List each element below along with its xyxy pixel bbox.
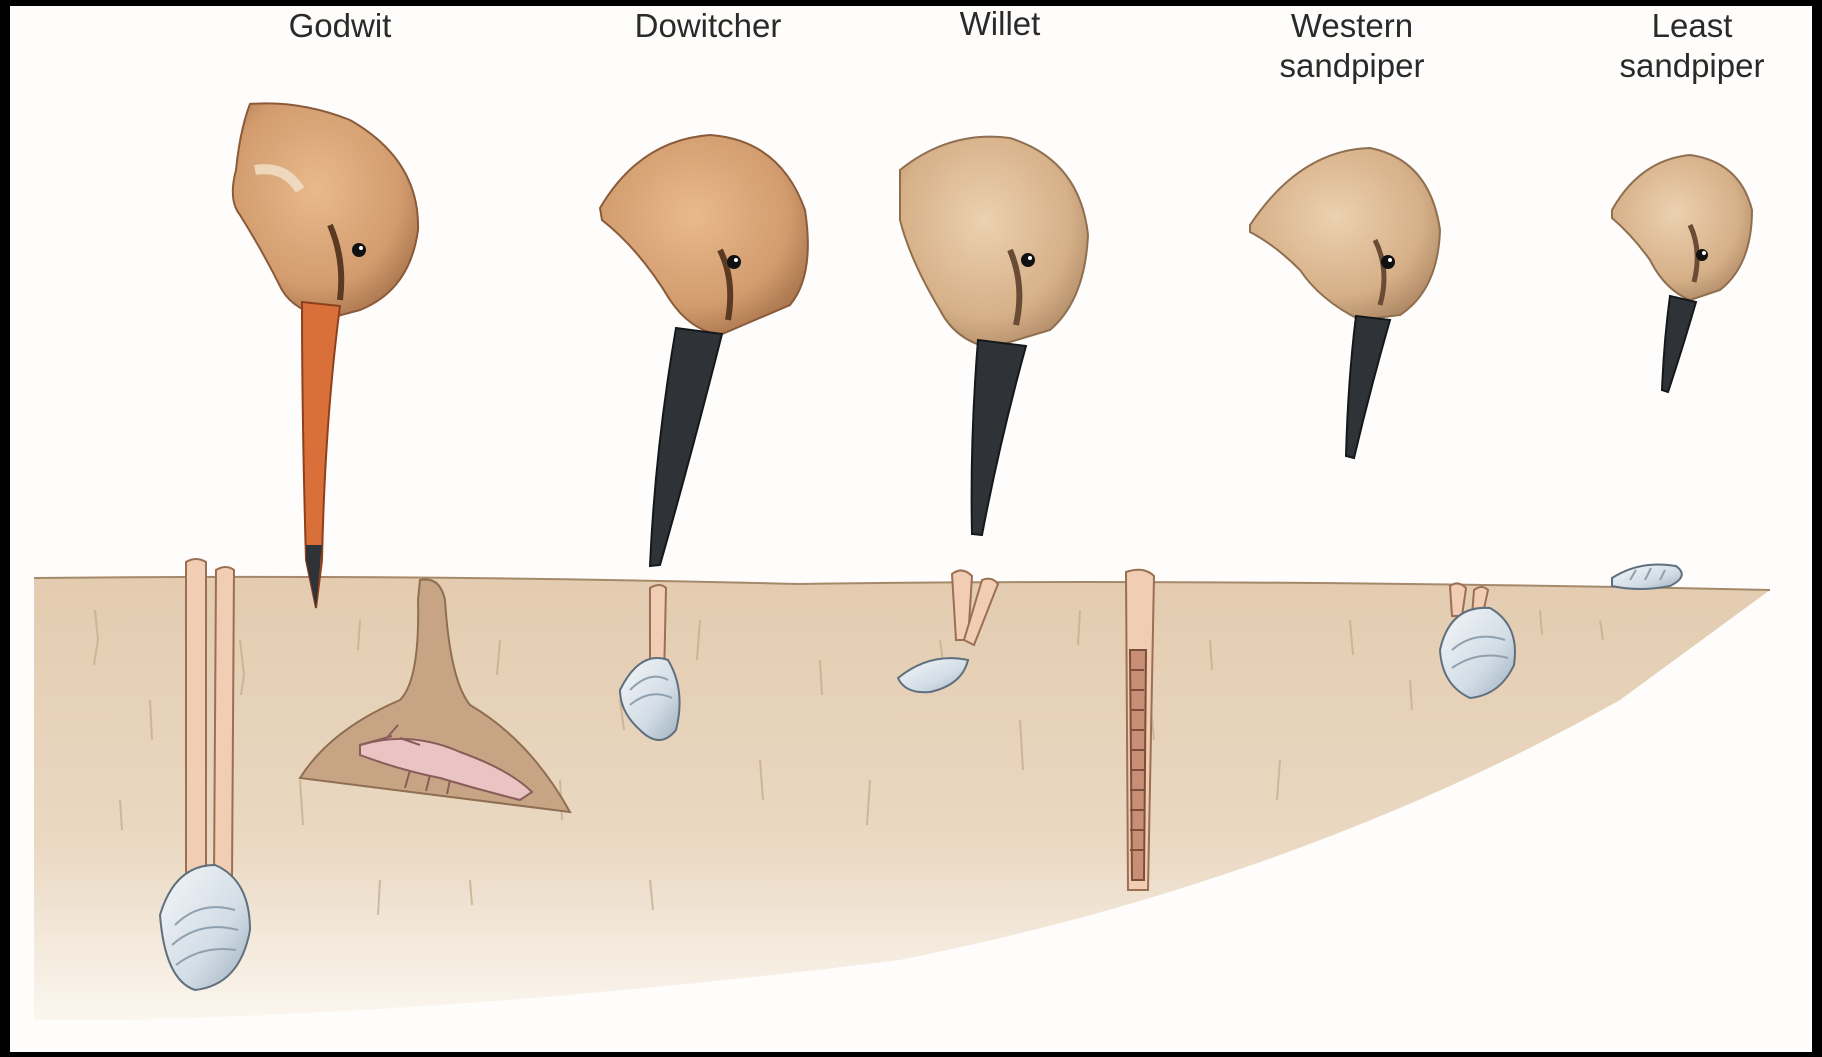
label-western-sandpiper: Western sandpiper [1280, 6, 1425, 86]
willet-bill [972, 340, 1026, 535]
godwit-eye [352, 243, 366, 257]
willet-eye [1021, 253, 1035, 267]
label-western-sandpiper-line1: Western [1280, 6, 1425, 46]
label-western-sandpiper-line2: sandpiper [1280, 46, 1425, 86]
label-dowitcher-line1: Dowitcher [635, 6, 782, 46]
surface-snail-prey [1612, 565, 1682, 590]
least-sandpiper-bill [1662, 296, 1696, 392]
label-least-sandpiper-line2: sandpiper [1620, 46, 1765, 86]
willet-head-illustration [900, 137, 1088, 348]
godwit-head-illustration [233, 103, 418, 318]
label-godwit-line1: Godwit [289, 6, 392, 46]
label-least-sandpiper: Least sandpiper [1620, 6, 1765, 86]
western-sandpiper-eye [1381, 255, 1395, 269]
least-sandpiper-head-illustration [1612, 155, 1752, 300]
label-willet: Willet [960, 4, 1041, 44]
label-willet-line1: Willet [960, 4, 1041, 44]
label-least-sandpiper-line1: Least [1620, 6, 1765, 46]
worm-tube-prey [1126, 570, 1154, 890]
western-sandpiper-bill [1346, 316, 1390, 458]
dowitcher-head-illustration [600, 135, 808, 335]
dowitcher-eye [727, 255, 741, 269]
label-godwit: Godwit [289, 6, 392, 46]
western-sandpiper-head-illustration [1250, 148, 1440, 320]
least-sandpiper-eye [1696, 249, 1708, 261]
dowitcher-bill [650, 328, 722, 566]
label-dowitcher: Dowitcher [635, 6, 782, 46]
